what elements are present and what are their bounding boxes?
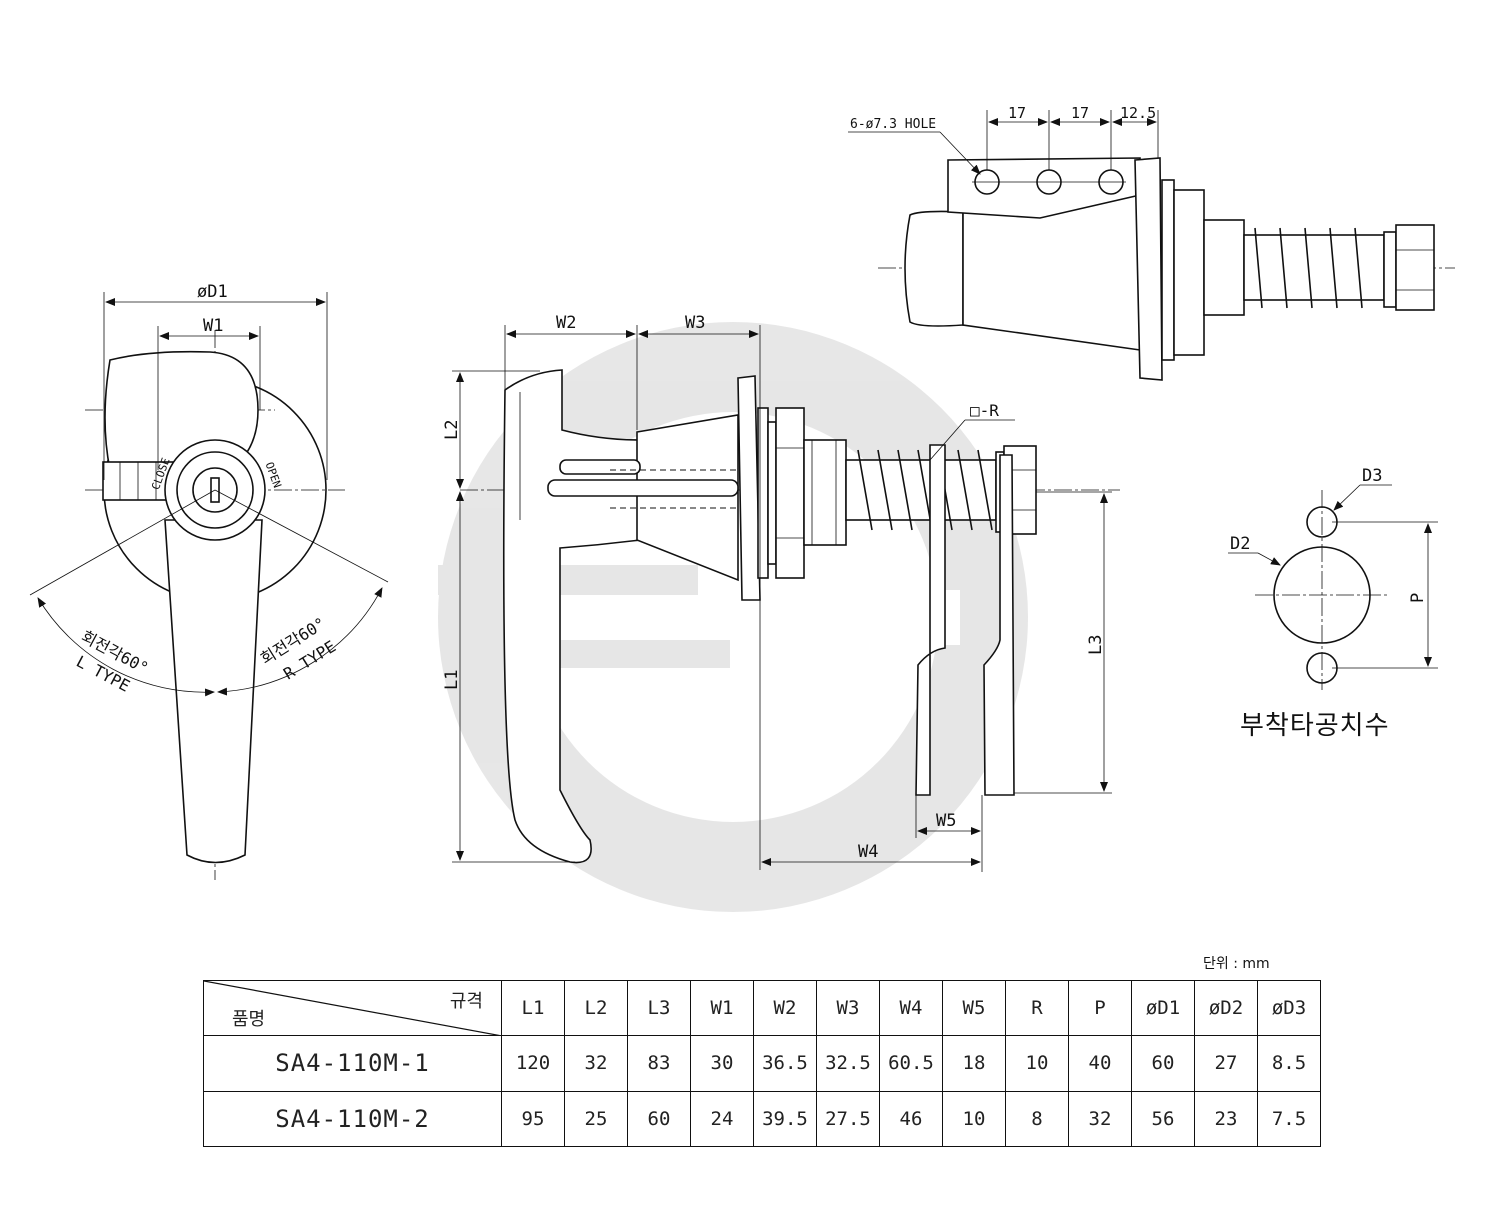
col-header: L1: [501, 979, 565, 1037]
value-cell: 25: [564, 1090, 628, 1148]
dim-17-b: 17: [1071, 104, 1089, 122]
hole-note: 6-ø7.3 HOLE: [850, 117, 936, 132]
value-cell: 32: [1068, 1090, 1132, 1148]
dim-d3: D3: [1362, 466, 1382, 486]
unit-label: 단위 : mm: [1203, 956, 1270, 972]
dim-l2: L2: [442, 420, 462, 440]
dim-phi-d1: øD1: [197, 282, 228, 302]
value-cell: 32.5: [816, 1035, 880, 1092]
col-header: øD3: [1257, 979, 1321, 1037]
value-cell: 10: [1005, 1035, 1069, 1092]
open-mark: OPEN: [263, 460, 284, 489]
model-cell: SA4-110M-1: [203, 1035, 502, 1092]
col-header: W5: [942, 979, 1006, 1037]
col-header: W2: [753, 979, 817, 1037]
corner-diagonal: [204, 981, 502, 1036]
value-cell: 24: [690, 1090, 754, 1148]
value-cell: 60: [1131, 1035, 1195, 1092]
col-header: R: [1005, 979, 1069, 1037]
value-cell: 83: [627, 1035, 691, 1092]
model-cell: SA4-110M-2: [203, 1090, 502, 1148]
table-corner-cell: 규격 품명: [203, 979, 502, 1037]
dim-17-a: 17: [1008, 104, 1026, 122]
value-cell: 7.5: [1257, 1090, 1321, 1148]
value-cell: 27.5: [816, 1090, 880, 1148]
dim-square-r: □-R: [970, 401, 999, 420]
value-cell: 40: [1068, 1035, 1132, 1092]
table-header-row: 규격 품명 L1 L2 L3 W1 W2 W3 W4 W5 R P øD1 øD…: [203, 979, 1321, 1037]
top-view: 17 17 12.5 6-ø7.3 HOLE: [848, 104, 1455, 381]
dim-12-5: 12.5: [1120, 104, 1156, 122]
value-cell: 56: [1131, 1090, 1195, 1148]
spec-table: 규격 품명 L1 L2 L3 W1 W2 W3 W4 W5 R P øD1 øD…: [203, 979, 1321, 1148]
value-cell: 36.5: [753, 1035, 817, 1092]
dim-w2: W2: [556, 313, 576, 333]
mounting-hole-view: P D2 D3: [1228, 466, 1438, 690]
value-cell: 10: [942, 1090, 1006, 1148]
value-cell: 8.5: [1257, 1035, 1321, 1092]
dim-d2: D2: [1230, 534, 1250, 554]
value-cell: 95: [501, 1090, 565, 1148]
value-cell: 18: [942, 1035, 1006, 1092]
table-row: SA4-110M-1 120 32 83 30 36.5 32.5 60.5 1…: [203, 1035, 1321, 1092]
col-header: W1: [690, 979, 754, 1037]
col-header: øD2: [1194, 979, 1258, 1037]
corner-spec-label: 규격: [449, 991, 483, 1012]
col-header: L3: [627, 979, 691, 1037]
dim-l1: L1: [442, 670, 462, 690]
corner-model-label: 품명: [232, 1009, 266, 1031]
table-row: SA4-110M-2 95 25 60 24 39.5 27.5 46 10 8…: [203, 1090, 1321, 1148]
col-header: øD1: [1131, 979, 1195, 1037]
col-header: P: [1068, 979, 1132, 1037]
dim-p: P: [1408, 593, 1428, 603]
value-cell: 23: [1194, 1090, 1258, 1148]
value-cell: 27: [1194, 1035, 1258, 1092]
col-header: L2: [564, 979, 628, 1037]
dim-w5: W5: [936, 811, 956, 831]
dim-l3: L3: [1086, 635, 1106, 655]
dim-w4: W4: [858, 842, 878, 862]
value-cell: 32: [564, 1035, 628, 1092]
value-cell: 30: [690, 1035, 754, 1092]
value-cell: 60: [627, 1090, 691, 1148]
value-cell: 120: [501, 1035, 565, 1092]
dim-w1: W1: [203, 316, 223, 336]
mounting-dimensions-title: 부착타공치수: [1240, 711, 1390, 741]
col-header: W4: [879, 979, 943, 1037]
value-cell: 60.5: [879, 1035, 943, 1092]
side-view: □-R W2 W3 L2 L1 L3 W5 W4: [442, 313, 1120, 872]
value-cell: 39.5: [753, 1090, 817, 1148]
dim-w3: W3: [685, 313, 705, 333]
col-header: W3: [816, 979, 880, 1037]
value-cell: 46: [879, 1090, 943, 1148]
value-cell: 8: [1005, 1090, 1069, 1148]
front-view: CLOSE OPEN 회전각60° L TYPE 회전각60° R TYPE ø…: [29, 282, 389, 880]
